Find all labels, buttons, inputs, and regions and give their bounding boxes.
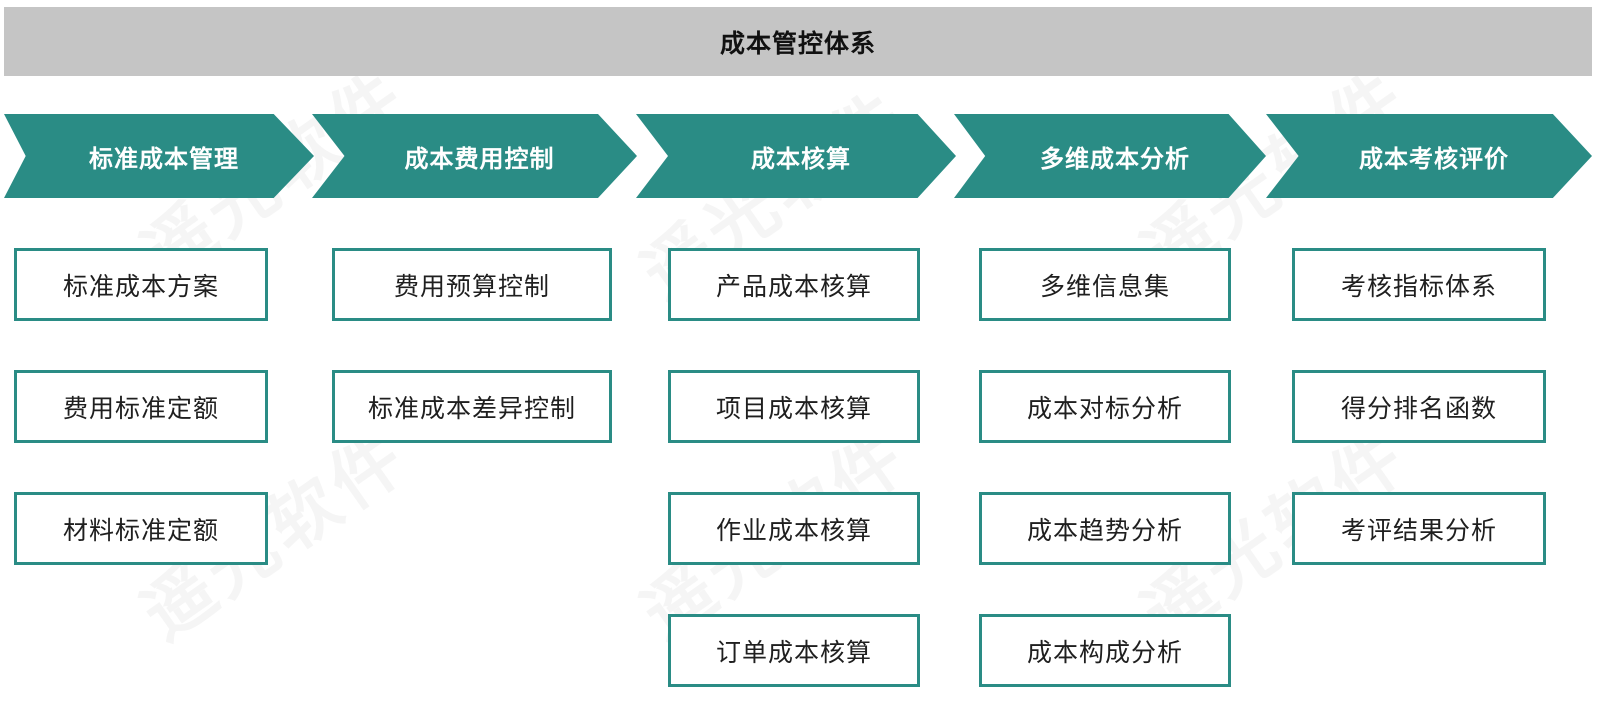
item-box: 项目成本核算 (668, 370, 920, 443)
category-arrow-multidim-analysis: 多维成本分析 (954, 114, 1266, 198)
item-box: 费用预算控制 (332, 248, 612, 321)
item-box: 材料标准定额 (14, 492, 268, 565)
category-arrow-standard-cost: 标准成本管理 (4, 114, 314, 198)
item-box: 费用标准定额 (14, 370, 268, 443)
category-arrow-cost-control: 成本费用控制 (312, 114, 637, 198)
item-box: 标准成本方案 (14, 248, 268, 321)
item-box: 考评结果分析 (1292, 492, 1546, 565)
category-label: 成本核算 (751, 144, 851, 173)
category-label: 成本考核评价 (1359, 144, 1509, 173)
category-arrow-cost-evaluation: 成本考核评价 (1266, 114, 1592, 198)
diagram-title: 成本管控体系 (4, 7, 1592, 76)
item-box: 成本趋势分析 (979, 492, 1231, 565)
item-box: 成本对标分析 (979, 370, 1231, 443)
category-label: 标准成本管理 (89, 144, 239, 173)
category-label: 多维成本分析 (1040, 144, 1190, 173)
item-box: 作业成本核算 (668, 492, 920, 565)
item-box: 产品成本核算 (668, 248, 920, 321)
item-box: 成本构成分析 (979, 614, 1231, 687)
item-box: 多维信息集 (979, 248, 1231, 321)
category-label: 成本费用控制 (404, 144, 555, 173)
item-box: 订单成本核算 (668, 614, 920, 687)
item-box: 标准成本差异控制 (332, 370, 612, 443)
item-box: 考核指标体系 (1292, 248, 1546, 321)
category-arrow-cost-accounting: 成本核算 (636, 114, 956, 198)
item-box: 得分排名函数 (1292, 370, 1546, 443)
